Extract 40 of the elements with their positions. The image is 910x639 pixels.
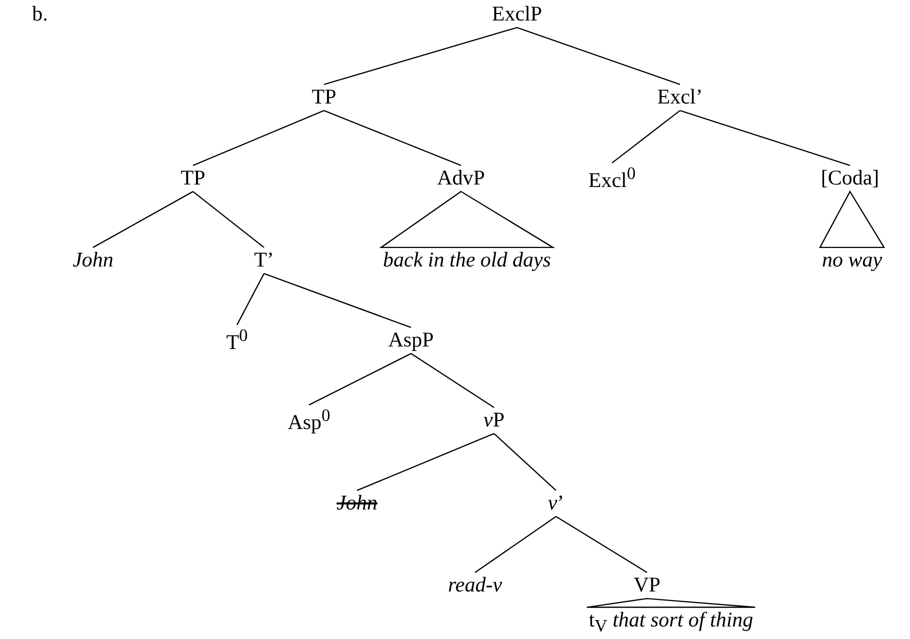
triangle-line: [586, 598, 756, 608]
tree-node-label: back in the old days: [383, 248, 551, 272]
tree-node-label: VP: [634, 573, 660, 597]
example-label: b.: [32, 2, 48, 26]
tree-branch-line: [92, 191, 194, 248]
tree-branch-line: [324, 26, 518, 86]
tree-branch-line: [680, 110, 850, 166]
tree-node-label: TP: [312, 85, 336, 109]
tree-node-label: TP: [180, 166, 206, 190]
tree-branch-line: [308, 353, 412, 406]
tree-node-label: T$^{0}$: [226, 326, 248, 354]
tree-node-label: John: [72, 248, 114, 272]
tree-branch-line: [410, 353, 494, 408]
tree-branch-line: [474, 516, 556, 573]
tree-branch-line: [556, 516, 648, 573]
tree-branch-line: [264, 272, 412, 328]
tree-node-label: Excl’: [657, 85, 703, 109]
tree-node-label: [Coda]: [820, 166, 880, 190]
tree-branch-line: [324, 110, 462, 166]
triangle-line: [379, 190, 556, 248]
tree-node-label: ExclP: [492, 2, 542, 26]
tree-node-label: read-v: [448, 573, 502, 597]
tree-node-label: v’: [548, 491, 564, 515]
tree-branch-line: [494, 433, 556, 491]
tree-branch-line: [192, 110, 324, 166]
tree-branch-line: [192, 191, 264, 248]
tree-node-label: no way: [822, 248, 882, 272]
tree-branch-line: [356, 433, 494, 491]
tree-branch-line: [612, 110, 680, 164]
triangle-line: [818, 190, 886, 248]
tree-node-label: T’: [254, 248, 274, 272]
tree-branch-line: [236, 273, 265, 326]
tree-node-label: vP: [484, 408, 504, 432]
tree-node-label: AdvP: [437, 166, 485, 190]
tree-node-label: Asp$^{0}$: [288, 406, 330, 434]
tree-node-label: t$_{V}$ that sort of thing: [588, 608, 754, 636]
tree-branch-line: [516, 26, 680, 86]
tree-node-label: John: [336, 491, 378, 515]
tree-node-label: Excl$^{0}$: [588, 164, 636, 192]
tree-node-label: AspP: [388, 328, 434, 352]
